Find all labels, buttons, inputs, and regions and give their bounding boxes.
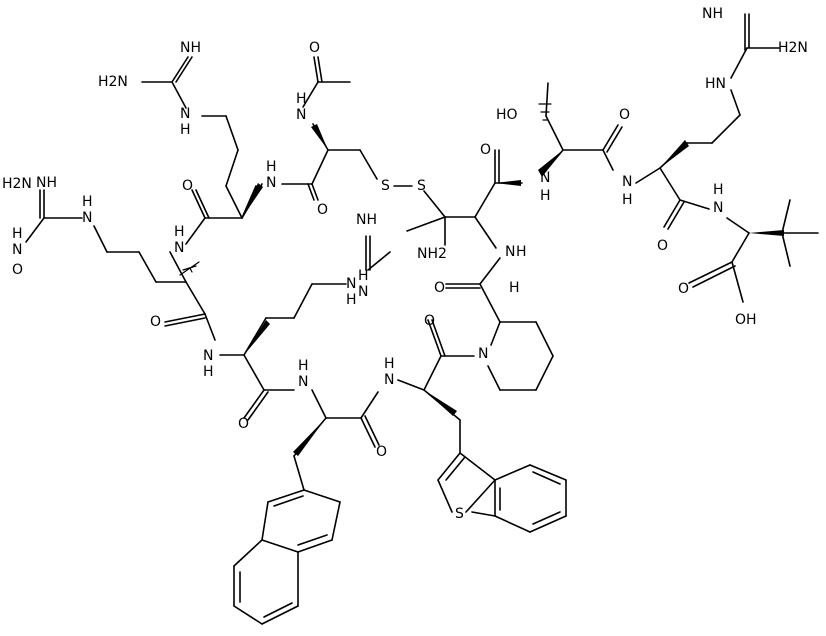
- atom-label: O: [434, 280, 445, 296]
- atom-label: N: [346, 276, 356, 292]
- atom-label: N: [622, 174, 632, 190]
- atom-label: O: [480, 142, 491, 158]
- atom-label: N: [505, 244, 515, 260]
- atom-label: N: [203, 348, 213, 364]
- atom-label: O: [376, 444, 387, 460]
- atom-label: N: [358, 284, 368, 300]
- atom-label: O: [150, 314, 161, 330]
- atom-label: H: [622, 192, 633, 208]
- atom-label: O: [317, 202, 328, 218]
- atom-label: N: [82, 210, 92, 226]
- atom-label: N: [713, 200, 723, 216]
- atom-label: H2N: [2, 176, 32, 192]
- atom-label: OH: [735, 312, 757, 328]
- atom-label: N: [174, 240, 184, 256]
- atom-label: H: [180, 122, 191, 138]
- atom-label: NH: [356, 212, 377, 228]
- atom-label: O: [238, 416, 249, 432]
- atom-label: O: [309, 40, 320, 56]
- bond-skeleton: [25, 13, 819, 625]
- atom-label: N: [478, 346, 488, 362]
- atom-label: O: [619, 107, 630, 123]
- atom-label: H: [713, 182, 724, 198]
- stereo-bonds: [179, 103, 784, 456]
- atom-label: S: [381, 178, 390, 194]
- atom-label: N: [298, 374, 308, 390]
- atom-label: O: [424, 313, 435, 329]
- atom-label: S: [455, 506, 464, 522]
- atom-label: N: [12, 242, 22, 258]
- atom-label: O: [657, 238, 668, 254]
- atom-label: H2N: [778, 40, 808, 56]
- atom-label: H: [516, 244, 527, 260]
- atom-label: H: [346, 292, 357, 308]
- atom-label: H: [298, 358, 309, 374]
- atom-label: H: [12, 226, 23, 242]
- atom-label: N: [384, 372, 394, 388]
- atom-label: H: [203, 364, 214, 380]
- atom-label: S: [417, 178, 426, 194]
- atom-label: NH: [180, 40, 201, 56]
- atom-label: N: [266, 175, 276, 191]
- atom-label: H: [82, 194, 93, 210]
- atom-label: H: [540, 188, 551, 204]
- atom-label: NH: [36, 175, 57, 191]
- atom-label: NH: [702, 6, 723, 22]
- atom-label: H: [266, 159, 277, 175]
- atom-label: H2N: [98, 74, 128, 90]
- atom-label: O: [12, 262, 23, 278]
- atom-label: HN: [705, 76, 726, 92]
- atom-label: NH2: [417, 246, 447, 262]
- atom-label: H: [296, 91, 307, 107]
- atom-label: HO: [496, 107, 518, 123]
- atom-label: N: [540, 170, 550, 186]
- atom-label: O: [678, 281, 689, 297]
- atom-label: H: [384, 356, 395, 372]
- atom-label: H: [174, 224, 185, 240]
- atom-labels: NH H2N HN HO O N H N H O N H O OH O N H …: [2, 6, 808, 522]
- atom-label: N: [180, 106, 190, 122]
- atom-label: N: [296, 107, 306, 123]
- atom-label: O: [182, 178, 193, 194]
- atom-label: H: [358, 268, 369, 284]
- atom-label: H: [509, 280, 520, 296]
